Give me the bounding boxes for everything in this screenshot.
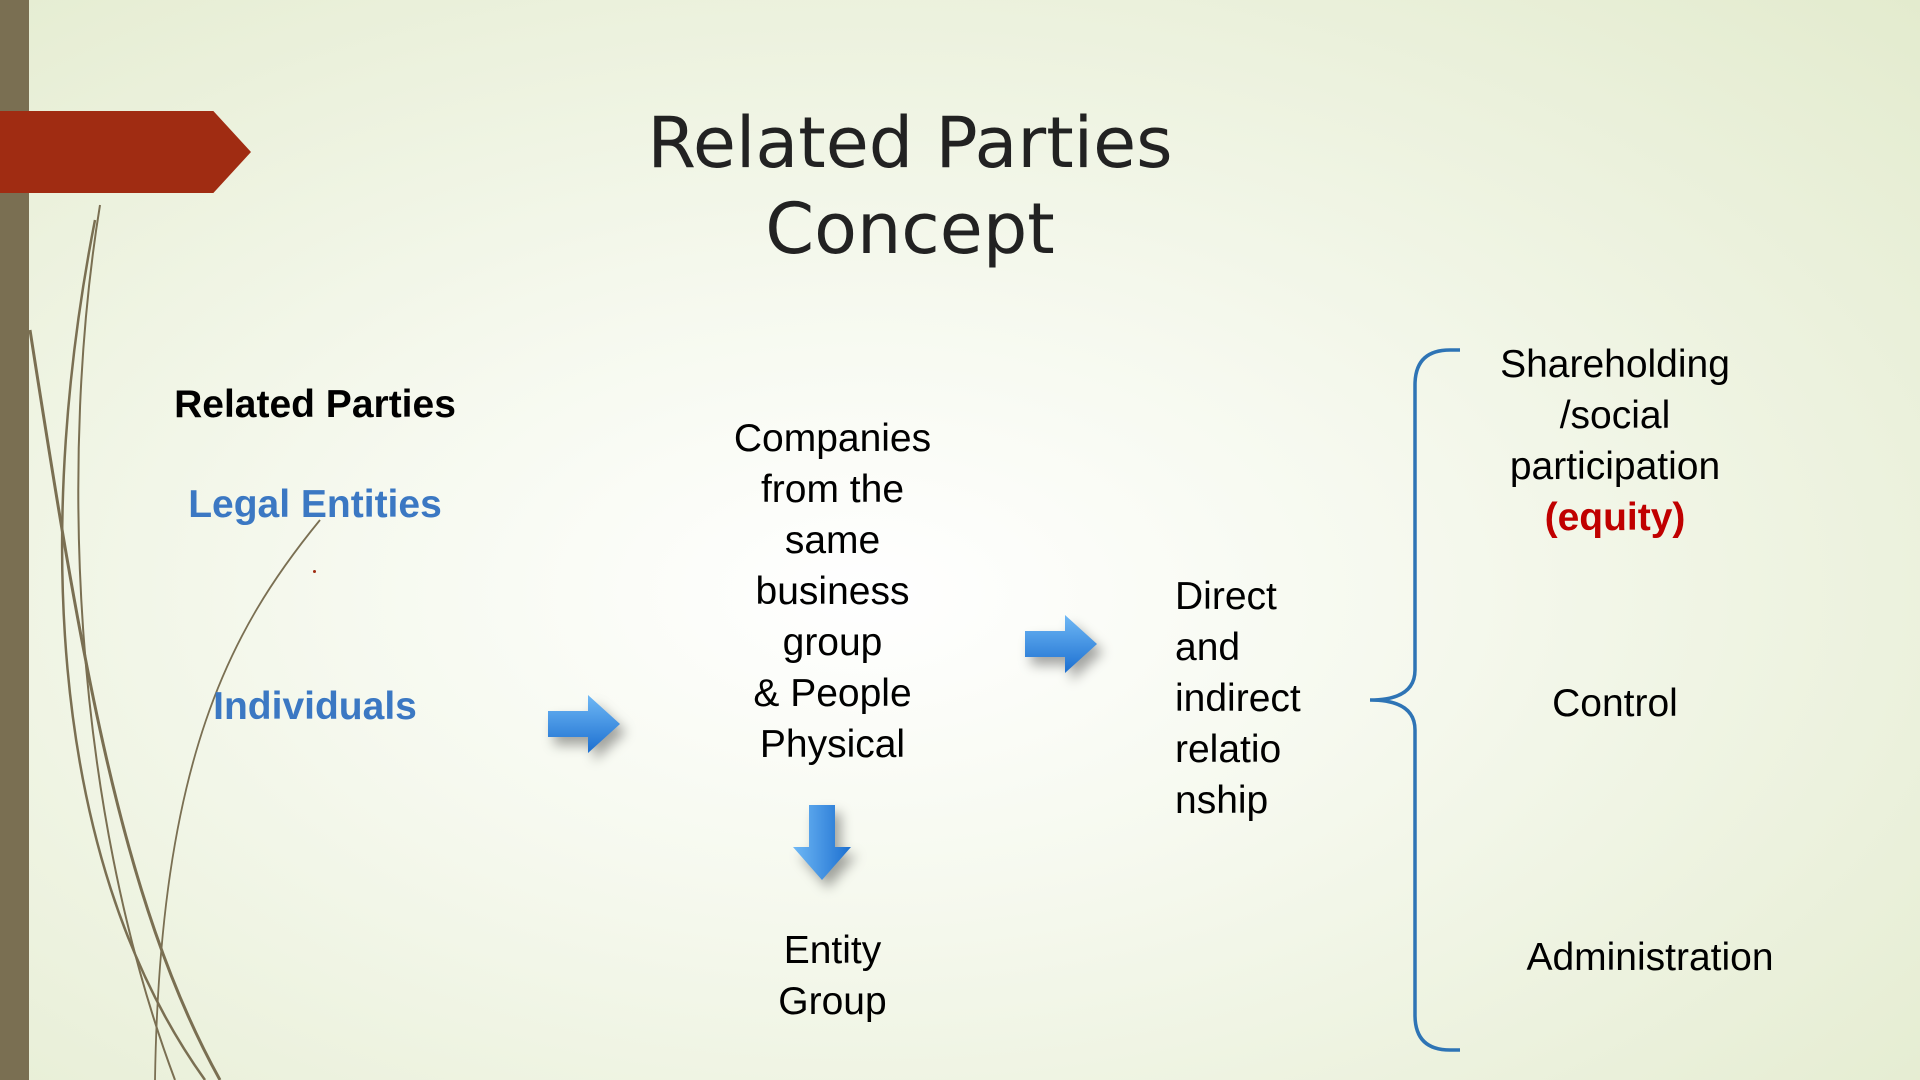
relationship-line: Direct bbox=[1175, 575, 1277, 618]
shareholding-text: Shareholding /social participation (equi… bbox=[1455, 339, 1775, 543]
control-label: Control bbox=[1552, 682, 1678, 725]
entity-line: Entity bbox=[783, 929, 882, 972]
title-line-1: Related Parties bbox=[647, 102, 1173, 184]
shareholding-line: /social bbox=[1559, 394, 1671, 437]
relationship-line: and bbox=[1175, 626, 1241, 669]
arrow-right-icon bbox=[1025, 615, 1097, 673]
arrow-right-icon bbox=[548, 695, 620, 753]
companies-line: Physical bbox=[759, 723, 906, 766]
administration-label: Administration bbox=[1526, 936, 1774, 979]
companies-line: from the bbox=[760, 468, 905, 511]
companies-line: & People bbox=[753, 672, 912, 715]
companies-line: group bbox=[782, 621, 883, 664]
related-parties-heading: Related Parties bbox=[174, 383, 456, 426]
entity-line: Group bbox=[778, 980, 887, 1023]
equity-label: (equity) bbox=[1544, 496, 1686, 539]
red-dot-mark bbox=[313, 570, 316, 573]
curly-brace-icon bbox=[1369, 348, 1460, 1052]
shareholding-line: participation bbox=[1509, 445, 1721, 488]
entity-group-text: Entity Group bbox=[700, 925, 965, 1027]
title-line-2: Concept bbox=[765, 188, 1055, 270]
legal-entities-label: Legal Entities bbox=[188, 483, 442, 526]
slide-title: Related Parties Concept bbox=[560, 100, 1260, 272]
shareholding-line: Shareholding bbox=[1500, 343, 1730, 386]
relationship-line: indirect bbox=[1175, 677, 1301, 720]
companies-line: same bbox=[784, 519, 881, 562]
companies-line: Companies bbox=[733, 417, 932, 460]
individuals-label: Individuals bbox=[213, 685, 417, 728]
decorative-lines bbox=[28, 204, 321, 1080]
relationship-line: relatio bbox=[1175, 728, 1282, 771]
relationship-text: Direct and indirect relatio nship bbox=[1175, 571, 1375, 826]
arrow-down-icon bbox=[793, 805, 851, 880]
relationship-line: nship bbox=[1175, 779, 1269, 822]
companies-line: business bbox=[755, 570, 910, 613]
companies-text: Companies from the same business group &… bbox=[700, 413, 965, 770]
title-accent-tab bbox=[0, 111, 251, 193]
